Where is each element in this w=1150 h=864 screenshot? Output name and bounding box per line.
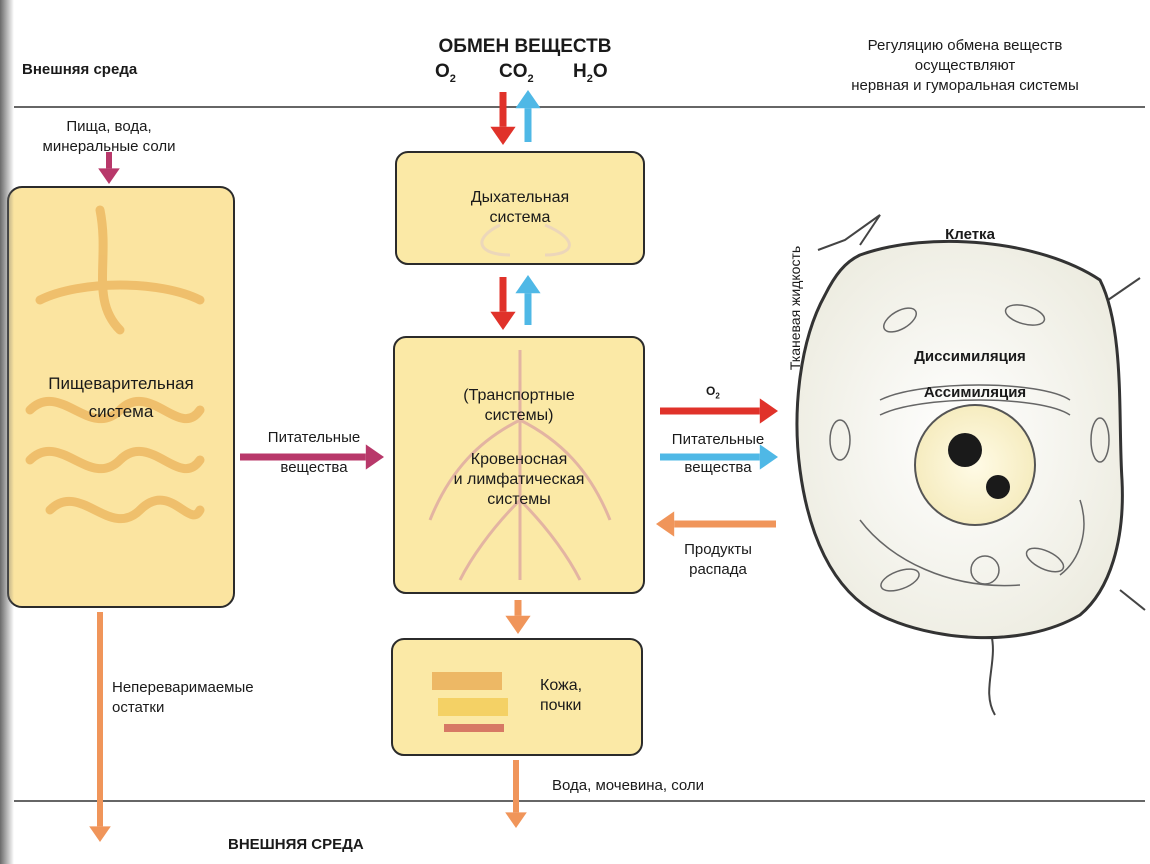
o2-in-arrow [490,92,516,145]
decay-line-2: распада [689,561,747,578]
excreted-label: Вода, мочевина, соли [552,777,705,794]
gas-h2o-h: H [573,61,587,82]
nutrients-right-line-1: Питательные [671,431,765,448]
nucleolus-large [948,433,982,467]
undigested-line-1: Непереваримаемые [112,679,254,696]
external-env-bottom-label: ВНЕШНЯЯ СРЕДА [228,836,364,853]
regulation-line-1: Регуляцию обмена веществ [867,37,1063,54]
co2-out-arrow [515,90,541,142]
undigested-line-2: остатки [112,699,165,716]
transport-line-4: и лимфатическая [453,471,585,488]
tissue-fluid-label: Тканевая жидкость [787,245,803,371]
decay-products-label: Продукты распада [648,540,788,580]
transport-line-2: системы) [484,407,554,424]
excretion-out-arrow [505,760,527,828]
nutrients-to-blood-arrow [240,444,384,470]
o2-to-cell-arrow [660,398,778,424]
excretory-system-label: Кожа, почки [540,676,620,716]
food-input-arrow [98,152,120,184]
respiratory-system-box [395,151,645,265]
digestive-system-label: Пищеварительная система [8,370,234,426]
excretory-line-1: Кожа, [540,677,583,694]
nutrients-right-label: Питательные вещества [648,430,788,478]
undigested-out-arrow [89,612,111,842]
lungs-illustration [480,223,571,257]
regulation-line-3: нервная и гуморальная системы [851,77,1079,94]
nutrients-right-line-2: вещества [684,459,752,476]
blood-to-excretory-arrow [505,600,531,634]
metabolism-title: ОБМЕН ВЕЩЕСТВ [438,36,612,57]
nutrients-left-label: Питательные вещества [236,428,392,478]
transport-line-5: системы [487,491,551,508]
nutrients-to-cell-arrow [660,444,778,470]
o2-right-label: O2 [706,384,720,401]
respiratory-line-1: Дыхательная [470,189,570,206]
respiratory-system-label: Дыхательная система [396,188,644,228]
digestive-line-1: Пищеварительная [48,374,194,393]
transport-line-3: Кровеносная [470,451,568,468]
o2-right-text: O [706,384,716,398]
assimilation-label: Ассимиляция [923,384,1027,401]
transport-system-label: (Транспортные системы) Кровеносная и лим… [394,386,644,510]
arrows-layer [89,90,778,842]
blood-vessels-illustration [428,350,612,581]
o2-to-blood-arrow [490,277,516,330]
regulation-text: Регуляцию обмена веществ осуществляют не… [790,36,1140,96]
nucleolus-small [986,475,1010,499]
page-edge-shadow [0,0,14,864]
food-line-1: Пища, вода, [66,118,152,135]
decay-line-1: Продукты [684,541,752,558]
intestine-illustration [25,205,205,524]
cell-illustration [795,214,1146,716]
undigested-label: Непереваримаемые остатки [112,678,322,718]
external-env-top-label: Внешняя среда [22,61,138,78]
dissimilation-label: Диссимиляция [914,348,1026,365]
digestive-line-2: система [88,402,154,421]
nutrients-left-line-1: Питательные [267,429,361,446]
cell-title: Клетка [945,226,995,243]
transport-line-1: (Транспортные [463,387,575,404]
co2-from-blood-arrow [515,275,541,325]
respiratory-line-2: система [489,209,551,226]
regulation-line-2: осуществляют [914,57,1016,74]
nutrients-left-line-2: вещества [280,459,348,476]
gas-h2o-o: O [592,61,608,82]
gas-o2: O [435,61,450,82]
food-line-2: минеральные соли [42,138,176,155]
food-input-label: Пища, вода, минеральные соли [14,117,204,157]
nucleus [914,404,1036,526]
decay-products-arrow [656,511,776,537]
kidney-illustration [432,672,508,732]
gas-co2: CO [499,61,528,82]
excretory-line-2: почки [540,697,582,714]
